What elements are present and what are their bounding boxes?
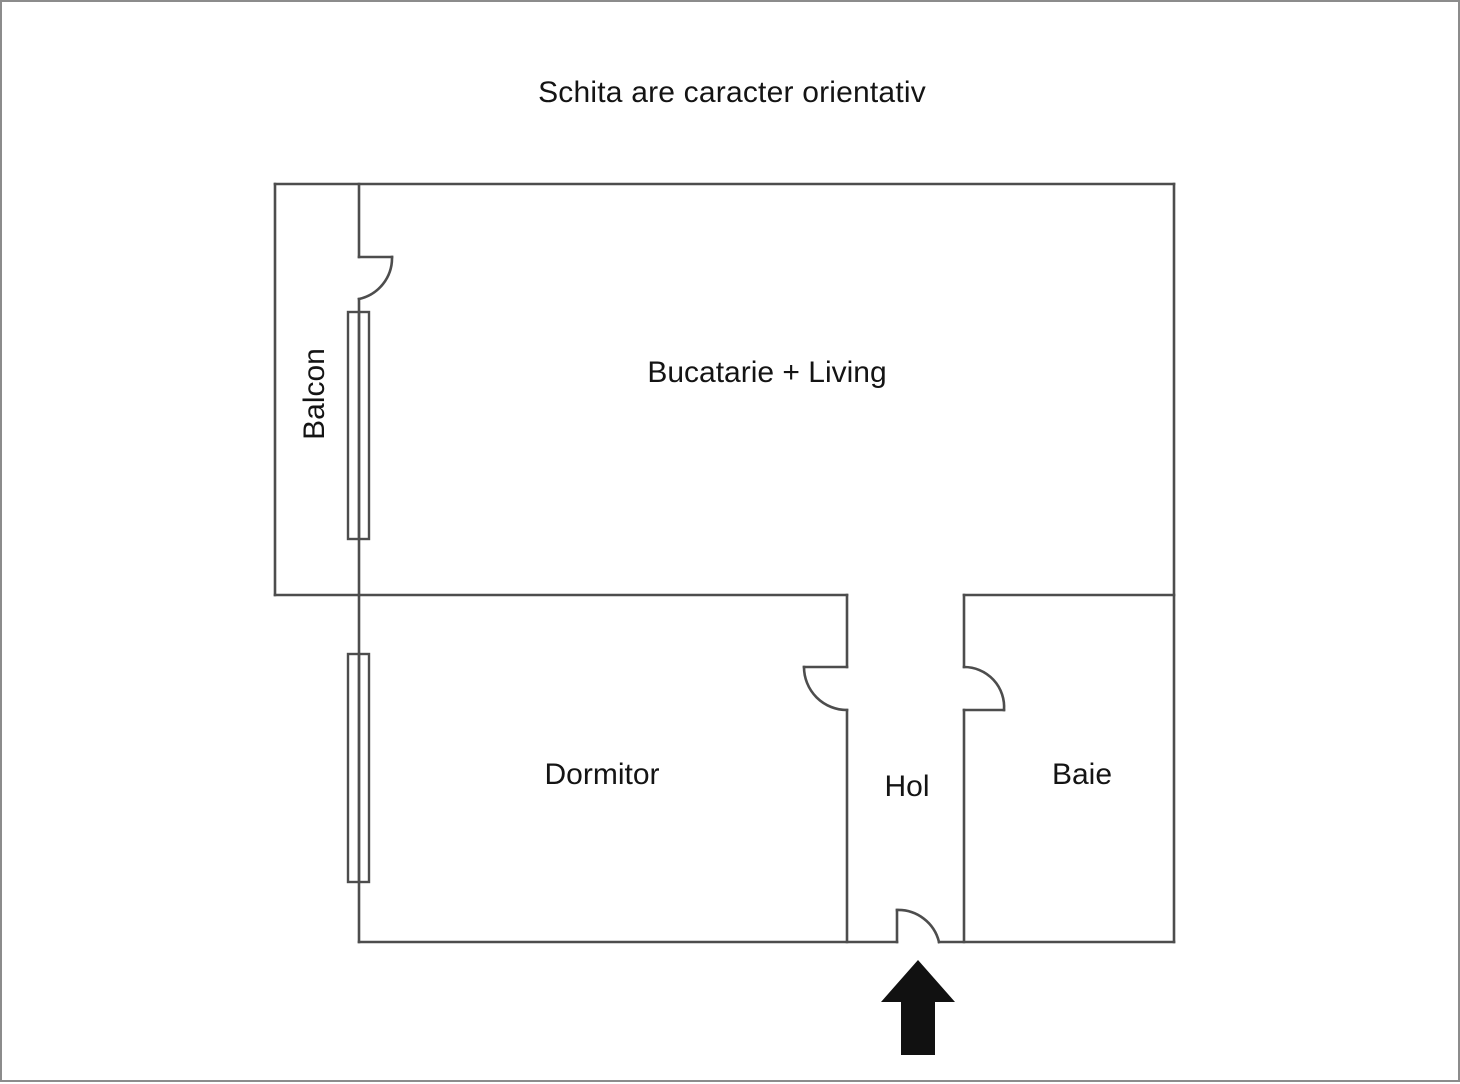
- room-label-balcon: Balcon: [298, 348, 331, 440]
- room-label-hol: Hol: [884, 770, 930, 803]
- dormitor-door-arc: [802, 665, 849, 712]
- room-label-baie: Baie: [1051, 758, 1113, 791]
- page-title: Schita are caracter orientativ: [538, 76, 926, 109]
- entrance-arrow-icon: [881, 960, 955, 1055]
- room-label-dormitor: Dormitor: [544, 758, 660, 791]
- entrance-door-arc: [895, 908, 941, 944]
- balcon-door-arc: [357, 255, 394, 301]
- room-label-bucatarie-living: Bucatarie + Living: [647, 356, 887, 389]
- baie-door-arc: [962, 665, 1006, 712]
